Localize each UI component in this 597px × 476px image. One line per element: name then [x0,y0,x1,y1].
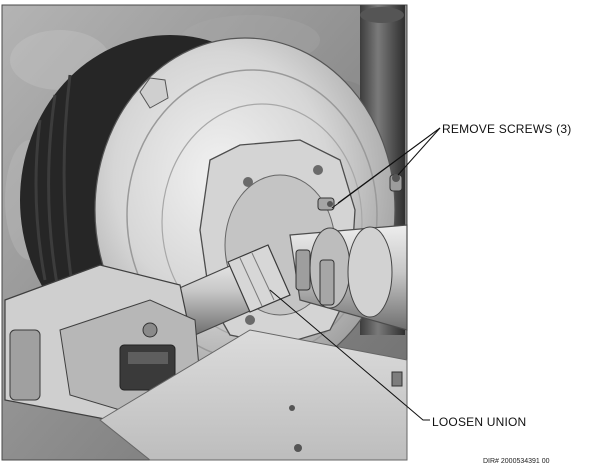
screw-top-right [389,174,403,192]
leader-loosen-union [269,289,430,421]
callout-loosen-union: LOOSEN UNION [432,415,527,429]
callout-leaders [269,127,441,421]
leader-remove-screws-1 [397,127,441,176]
leader-remove-screws-3 [331,127,441,209]
gas-union [174,244,291,336]
screw-center [317,197,335,211]
callout-remove-screws: REMOVE SCREWS (3) [442,122,572,136]
document-id: DIR# 2000534391 00 [483,458,550,465]
gas-pipe-right [289,224,408,331]
base-plate [99,329,408,461]
